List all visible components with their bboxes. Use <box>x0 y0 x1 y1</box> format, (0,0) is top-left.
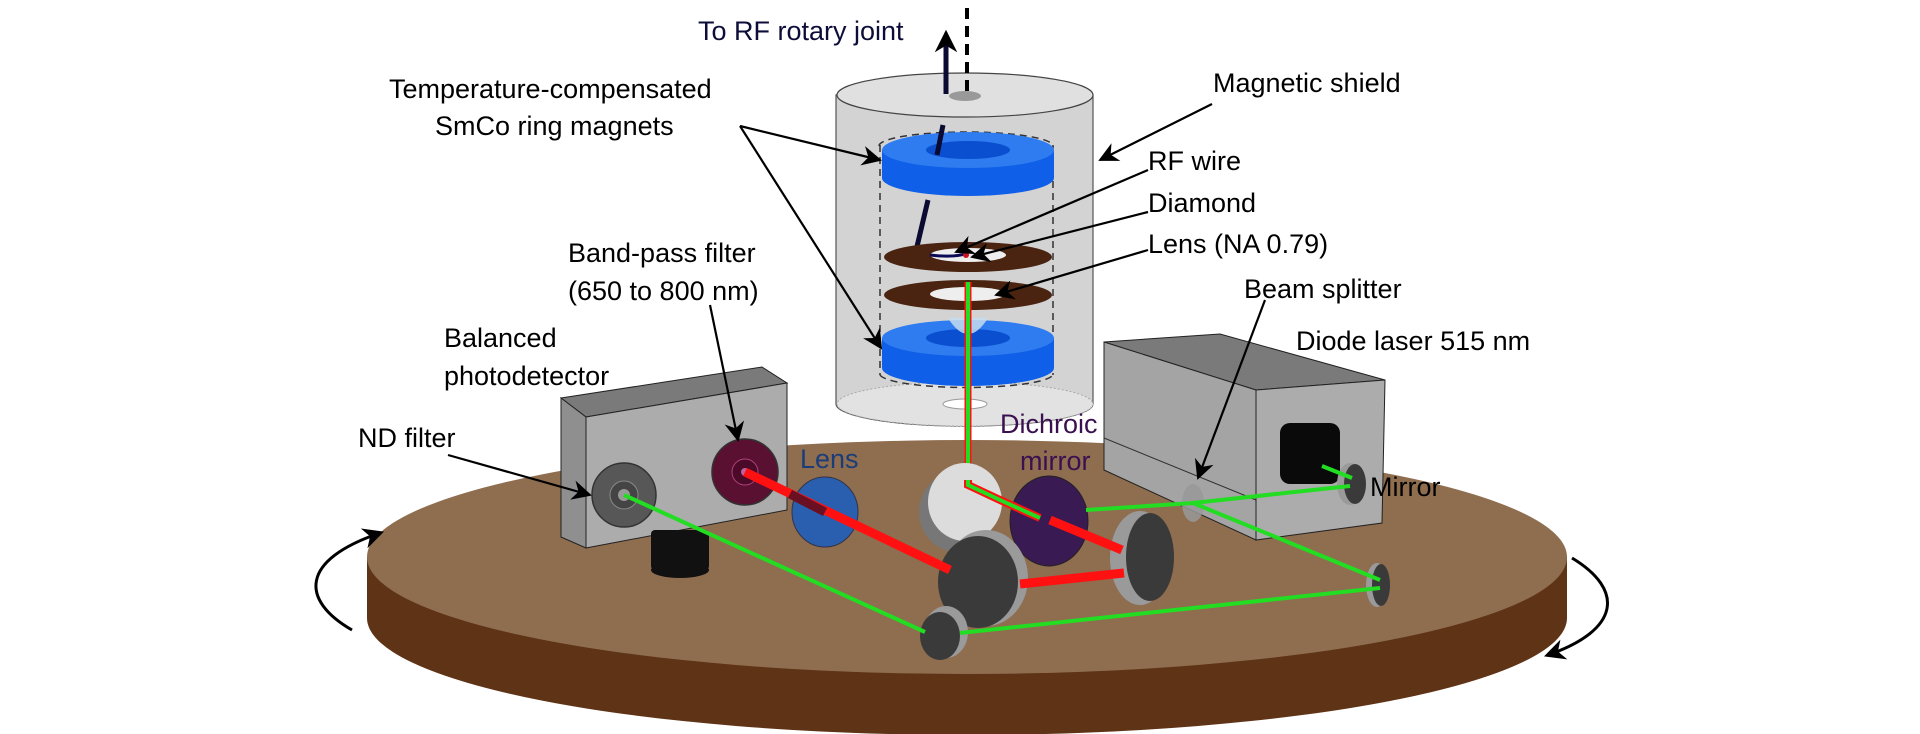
center-mirror <box>938 536 1018 628</box>
red-beam-2 <box>1048 515 1124 555</box>
label-photodetector-1: Balanced <box>444 323 557 353</box>
ring-magnet-top <box>882 132 1054 196</box>
green-beams <box>623 464 1381 635</box>
label-rf-rotary-joint: To RF rotary joint <box>698 16 904 46</box>
label-beam-splitter: Beam splitter <box>1244 274 1402 304</box>
label-ring-magnets-2: SmCo ring magnets <box>435 111 674 141</box>
label-bandpass-1: Band-pass filter <box>568 238 756 268</box>
diamond-sample <box>963 252 969 258</box>
arrow-magnetic-shield <box>1098 103 1213 161</box>
detector-post-bottom <box>651 562 709 578</box>
label-dichroic-2: mirror <box>1020 446 1090 476</box>
label-bandpass-2: (650 to 800 nm) <box>568 276 759 306</box>
laser-mirror <box>1344 464 1366 504</box>
inner-dashed-boundary <box>879 145 1054 375</box>
dichroic-mirror <box>1009 475 1089 567</box>
arrow-nd-filter <box>447 453 592 500</box>
laser-aperture <box>1280 423 1340 484</box>
right-mirror <box>1126 513 1174 601</box>
green-beam-splitter-to-right <box>1192 501 1381 582</box>
label-lens-na: Lens (NA 0.79) <box>1148 229 1328 259</box>
label-rf-wire: RF wire <box>1148 146 1241 176</box>
shield-top-hole <box>949 91 981 101</box>
rotation-arrow-left-icon <box>314 528 384 632</box>
arrow-lens-na <box>994 248 1149 300</box>
green-beam-mirror-to-splitter <box>1192 484 1351 505</box>
arrow-bandpass <box>708 304 745 442</box>
green-beam-splitter-to-dichroic <box>1085 501 1194 512</box>
green-beam-bottom-to-nd <box>623 493 926 634</box>
rotation-arrow-right-icon <box>1544 556 1609 660</box>
label-diode-laser: Diode laser 515 nm <box>1296 326 1530 356</box>
detector-post <box>651 530 709 570</box>
label-dichroic-1: Dichroic <box>1000 409 1098 439</box>
leader-arrows <box>447 103 1267 500</box>
green-beam-laser-to-mirror <box>1321 464 1353 480</box>
label-ring-magnets-1: Temperature-compensated <box>389 74 712 104</box>
red-beam-1 <box>743 467 952 575</box>
label-lens: Lens <box>800 444 859 474</box>
label-nd-filter: ND filter <box>358 423 456 453</box>
red-beam-3 <box>1019 568 1125 589</box>
arrow-rf-wire <box>954 168 1149 255</box>
turning-mirror <box>928 463 1002 541</box>
label-magnetic-shield: Magnetic shield <box>1213 68 1401 98</box>
label-photodetector-2: photodetector <box>444 361 609 391</box>
label-mirror: Mirror <box>1370 472 1440 502</box>
arrow-beam-splitter <box>1195 299 1267 480</box>
arrow-magnet-top <box>739 124 882 166</box>
green-beam-right-to-bottom <box>959 586 1381 635</box>
bottom-mirror <box>920 612 960 660</box>
arrow-diamond <box>970 210 1149 263</box>
green-beam-down-core <box>966 480 1041 520</box>
red-beams <box>743 467 1125 589</box>
far-right-mirror <box>1372 564 1390 606</box>
arrow-magnet-bottom <box>739 125 883 350</box>
label-diamond: Diamond <box>1148 188 1256 218</box>
red-beam-through-lens <box>787 489 828 517</box>
